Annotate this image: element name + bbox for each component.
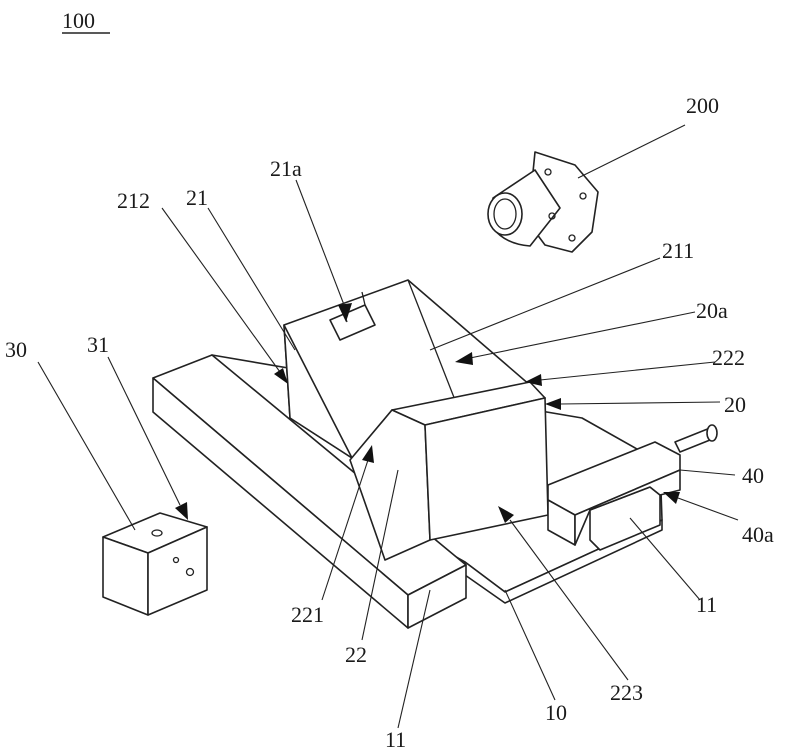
cube-part-30 — [102, 512, 208, 616]
label-30: 30 — [5, 337, 27, 362]
label-212: 212 — [117, 188, 150, 213]
label-222: 222 — [712, 345, 745, 370]
leader-lines — [37, 124, 739, 729]
label-223: 223 — [610, 680, 643, 705]
label-40: 40 — [742, 463, 764, 488]
label-11-right: 11 — [696, 592, 717, 617]
label-20a: 20a — [696, 298, 728, 323]
label-20: 20 — [724, 392, 746, 417]
label-21a: 21a — [270, 156, 302, 181]
bushing-part-200 — [487, 151, 599, 253]
v-block-22 — [349, 381, 549, 561]
label-22: 22 — [345, 642, 367, 667]
label-200: 200 — [686, 93, 719, 118]
figure-number: 100 — [62, 8, 95, 33]
label-221: 221 — [291, 602, 324, 627]
label-11-bottom: 11 — [385, 727, 406, 752]
label-211: 211 — [662, 238, 694, 263]
label-21: 21 — [186, 185, 208, 210]
label-31: 31 — [87, 332, 109, 357]
label-10: 10 — [545, 700, 567, 725]
label-40a: 40a — [742, 522, 774, 547]
